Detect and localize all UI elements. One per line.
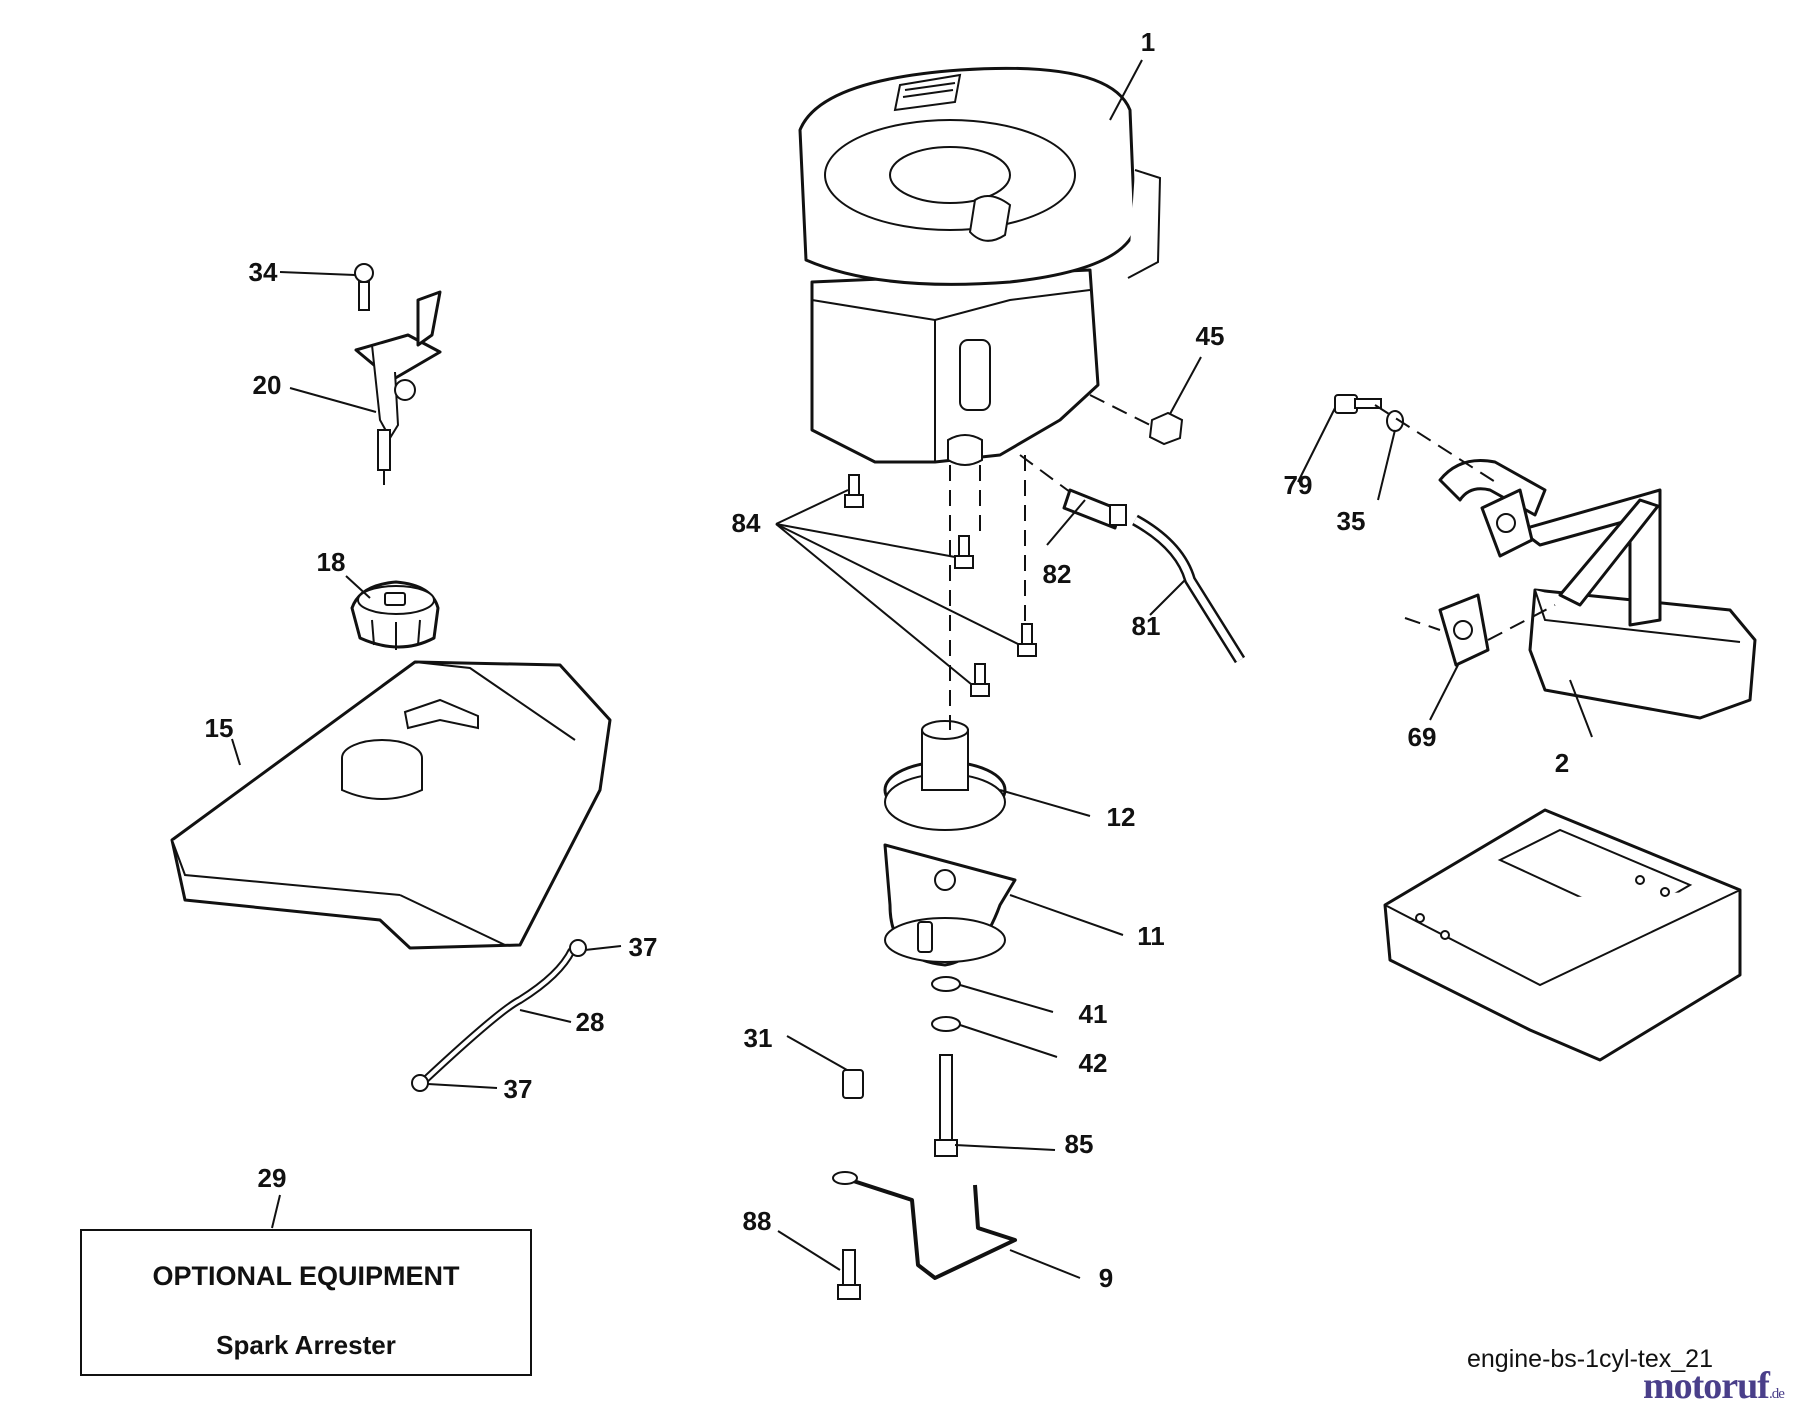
- optional-equipment-box: OPTIONAL EQUIPMENT Spark Arrester: [80, 1229, 532, 1376]
- watermark-logo: motoruf.de: [1643, 1364, 1785, 1408]
- pulley-illustration: [883, 720, 1007, 831]
- part-number-85: 85: [1065, 1129, 1094, 1159]
- engine-illustration: [798, 66, 1162, 466]
- diagram-id-label: engine-bs-1cyl-tex_21: [1467, 1345, 1713, 1373]
- part-number-12: 12: [1107, 802, 1136, 832]
- part-number-35: 35: [1337, 506, 1366, 536]
- part-number-18: 18: [317, 547, 346, 577]
- optional-equipment-item: Spark Arrester: [216, 1330, 396, 1360]
- part-number-1: 1: [1141, 27, 1155, 57]
- watermark-suffix: .de: [1768, 1386, 1785, 1402]
- part-number-11: 11: [1137, 921, 1165, 951]
- part-number-28: 28: [576, 1007, 605, 1037]
- part-number-37-bottom: 37: [504, 1074, 533, 1104]
- fuel-line-illustration: [411, 939, 587, 1092]
- part-number-labels: 1 2 9 11 12 15 18 20 28 29 31 34 35 37 3…: [205, 27, 1570, 1293]
- part-number-79: 79: [1284, 470, 1313, 500]
- engine-mount-frame-illustration: [1383, 808, 1742, 1062]
- optional-equipment-title: OPTIONAL EQUIPMENT: [152, 1261, 460, 1291]
- part-number-69: 69: [1408, 722, 1437, 752]
- alignment-lines: [949, 394, 1556, 730]
- part-number-29: 29: [258, 1163, 287, 1193]
- part-number-81: 81: [1132, 611, 1161, 641]
- fuel-tank-illustration: [170, 660, 612, 950]
- electric-clutch-illustration: [883, 843, 1017, 967]
- throttle-control-illustration: [354, 263, 442, 485]
- part-number-20: 20: [253, 370, 282, 400]
- watermark-text: motoruf: [1643, 1365, 1770, 1407]
- part-number-31: 31: [744, 1023, 773, 1053]
- leader-lines: [231, 59, 1593, 1279]
- part-number-88: 88: [743, 1206, 772, 1236]
- part-number-41: 41: [1079, 999, 1108, 1029]
- part-number-2: 2: [1555, 748, 1569, 778]
- part-number-15: 15: [205, 713, 234, 743]
- part-number-42: 42: [1079, 1048, 1108, 1078]
- fasteners-illustration: [837, 411, 1184, 1300]
- exhaust-bracket-illustration: [832, 1171, 1017, 1280]
- part-number-37-top: 37: [629, 932, 658, 962]
- part-number-82: 82: [1043, 559, 1072, 589]
- muffler-illustration: [1334, 394, 1757, 720]
- part-number-34: 34: [249, 257, 278, 287]
- part-number-84: 84: [732, 508, 761, 538]
- fuel-cap-illustration: [350, 580, 440, 650]
- part-number-9: 9: [1099, 1263, 1113, 1293]
- part-number-45: 45: [1196, 321, 1225, 351]
- oil-drain-illustration: [1062, 488, 1246, 664]
